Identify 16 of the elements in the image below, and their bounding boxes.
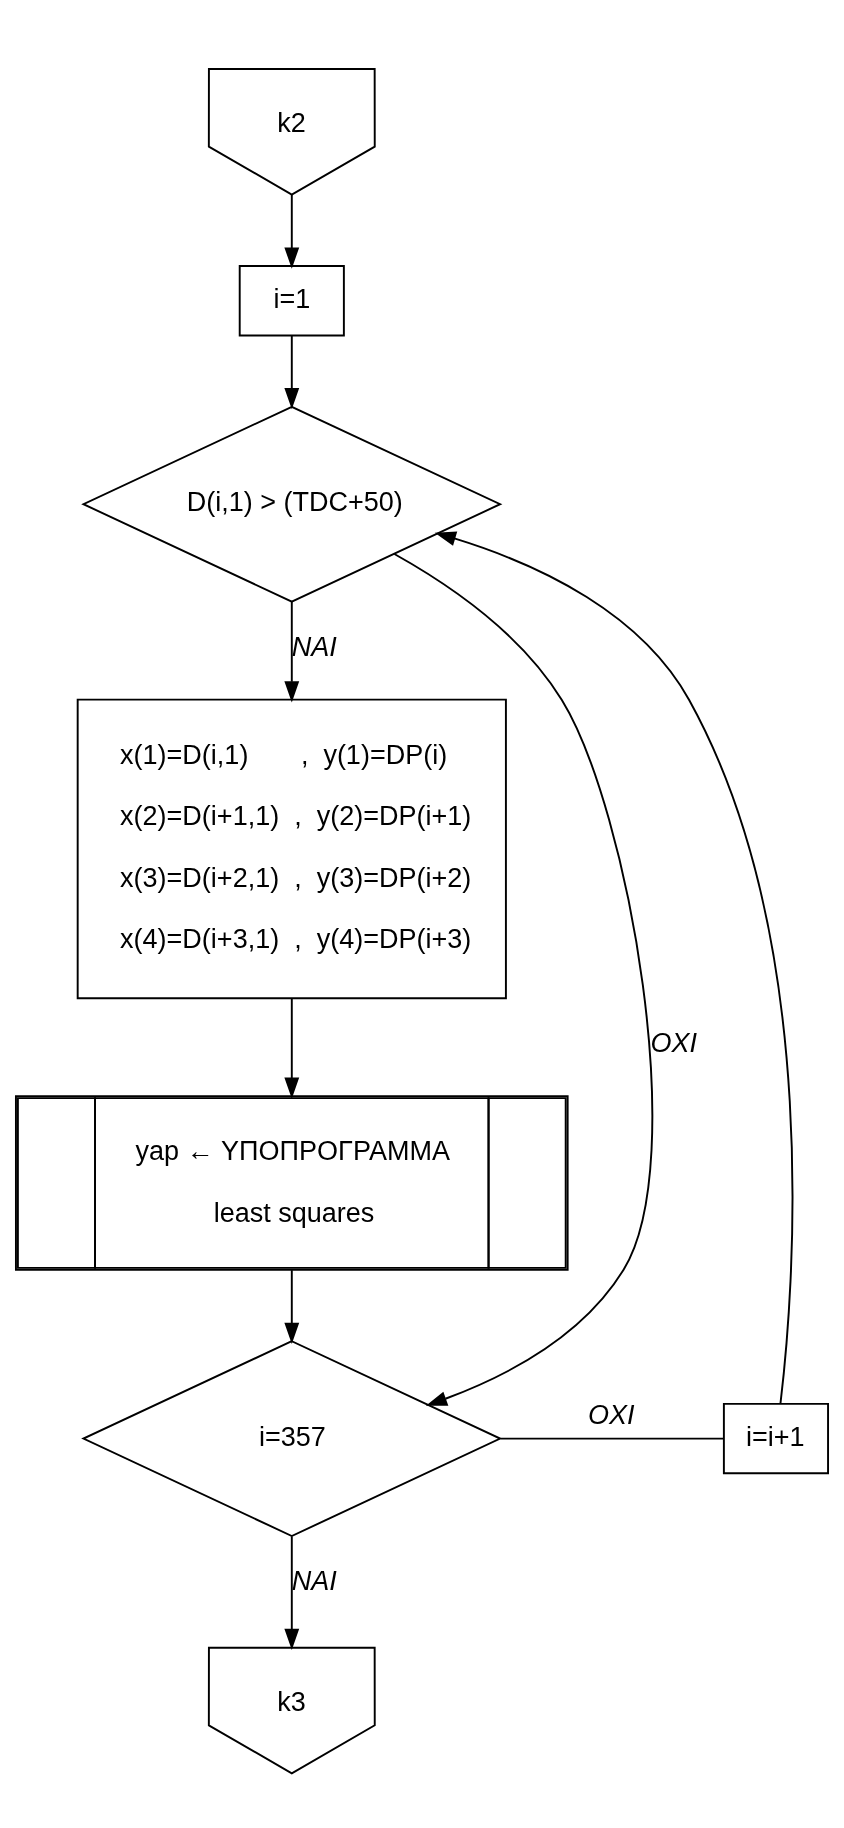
arrow [284,600,300,703]
edge-label: OXI [587,1399,635,1430]
node-diamond: i=357 [81,1339,503,1537]
connector [499,1437,725,1440]
arrow [434,531,794,1404]
arrow [393,552,654,1406]
node-box: x(1)=D(i,1) , y(1)=DP(i) x(2)=D(i+1,1) , y(2)=DP(i+1) x(3)=D(i+2,1) , y(3)=DP(i+2) x(4)=D(i+3,1) , y(4)=DP(i+3) [76,698,507,999]
arrow [284,1534,300,1650]
node-box: i=i+1 [722,1402,829,1474]
arrow [284,334,300,409]
node-box: i=1 [238,264,345,336]
arrow [284,193,300,269]
edge-label: OXI [650,1027,698,1058]
node-diamond: D(i,1) > (TDC+50) [81,405,503,603]
arrow [284,1268,300,1344]
arrow [284,997,300,1099]
